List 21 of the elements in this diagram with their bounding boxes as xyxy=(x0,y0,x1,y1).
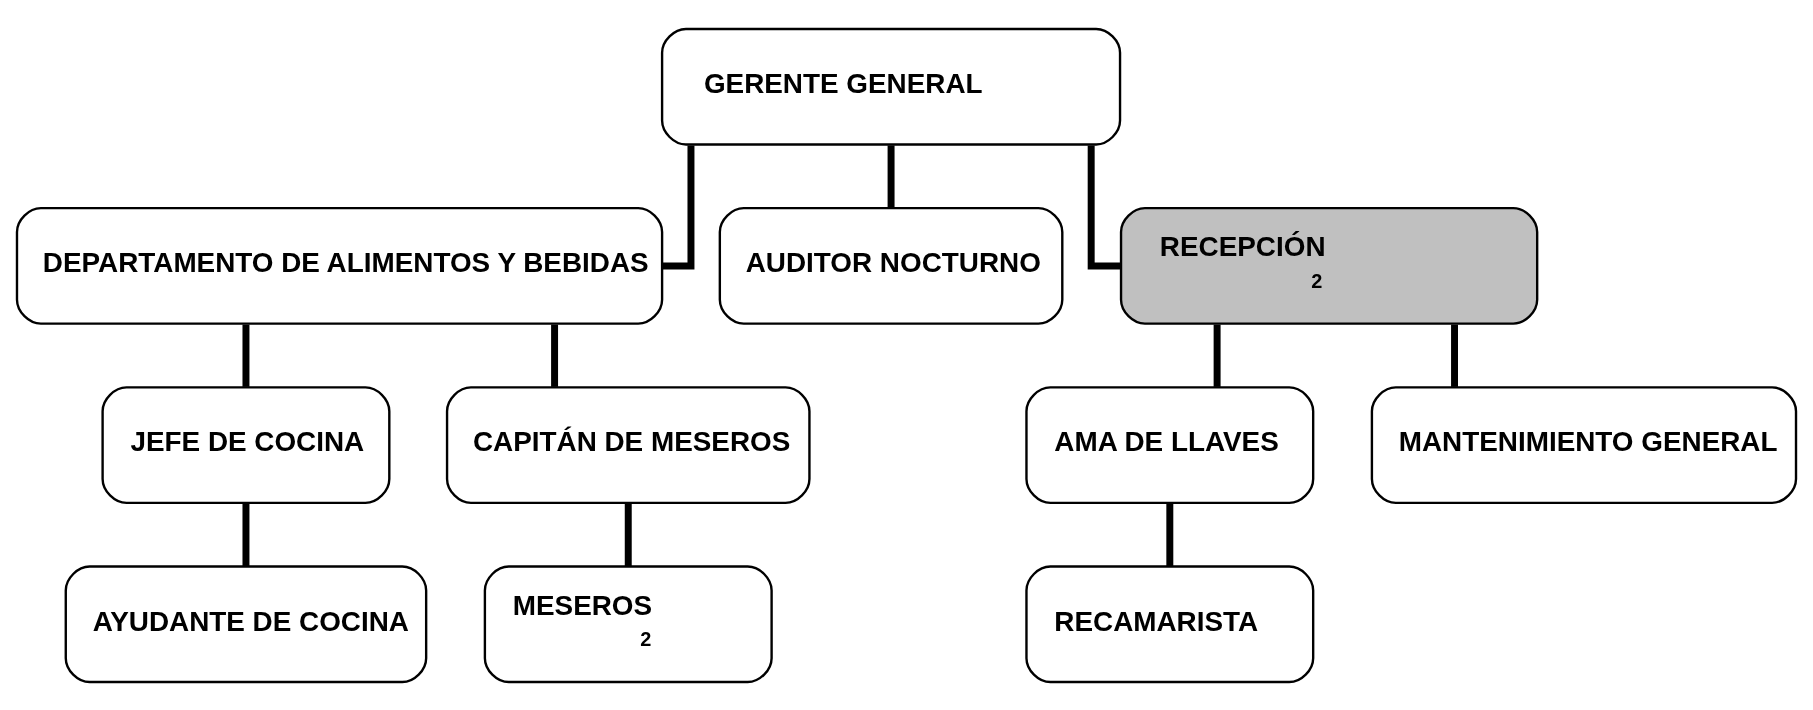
node-box: AYUDANTE DE COCINA xyxy=(64,564,428,683)
connector xyxy=(242,324,250,387)
node-box: JEFE DE COCINA xyxy=(101,385,391,504)
connector xyxy=(551,324,559,387)
node-box: AMA DE LLAVES xyxy=(1025,385,1315,504)
connector xyxy=(887,144,895,208)
connector xyxy=(1451,324,1459,387)
connector xyxy=(624,503,632,566)
node-box: AUDITOR NOCTURNO xyxy=(718,206,1064,325)
node-box: DEPARTAMENTO DE ALIMENTOS Y BEBIDAS xyxy=(15,206,664,325)
node-box: RECAMARISTA xyxy=(1025,564,1315,683)
node-box: RECEPCIÓN 2 xyxy=(1119,206,1539,325)
connector xyxy=(242,503,250,566)
connector xyxy=(1213,324,1221,387)
node-box: CAPITÁN DE MESEROS xyxy=(445,385,811,504)
connector xyxy=(1166,503,1174,566)
connector xyxy=(1087,144,1121,269)
node-box: MESEROS 2 xyxy=(483,564,773,683)
connector xyxy=(662,144,695,269)
node-box: MANTENIMIENTO GENERAL xyxy=(1370,385,1798,504)
node-box: GERENTE GENERAL xyxy=(660,27,1122,146)
